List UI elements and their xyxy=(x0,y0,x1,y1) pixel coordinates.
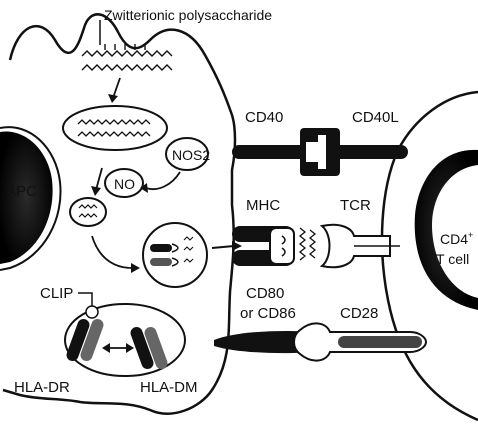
cd4-superscript: + xyxy=(468,230,473,240)
or-cd86-label: or CD86 xyxy=(240,305,296,322)
peptide-zigzag xyxy=(300,228,315,260)
hla-dm-molecule xyxy=(129,325,169,370)
polysaccharide-zigzag xyxy=(82,44,172,70)
endosome xyxy=(63,106,167,150)
loaded-mhc-molecules xyxy=(150,237,193,266)
apc-label: APC xyxy=(6,183,37,200)
cd4-text: CD4 xyxy=(440,231,468,247)
cd40-label: CD40 xyxy=(245,109,283,126)
no-label: NO xyxy=(114,176,135,192)
presentation-arrow xyxy=(212,246,234,248)
hla-dm-label: HLA-DM xyxy=(140,379,198,396)
mhc-loading-compartment xyxy=(143,223,207,287)
cd80-label: CD80 xyxy=(246,285,284,302)
nos2-to-no-arrow xyxy=(146,172,180,189)
polysaccharide-label: Zwitterionic polysaccharide xyxy=(104,7,272,23)
clip-label: CLIP xyxy=(40,285,73,302)
processing-arrow xyxy=(96,168,102,190)
nos2-label: NOS2 xyxy=(172,147,210,163)
endosome-zigzag xyxy=(78,120,150,136)
clip-leader xyxy=(78,293,92,306)
mhc-label: MHC xyxy=(246,197,280,214)
tcr-label: TCR xyxy=(340,197,371,214)
cd40-cd40l-clamp xyxy=(300,128,340,176)
tcr-receptor xyxy=(322,225,400,268)
cd40l-label: CD40L xyxy=(352,109,399,126)
t-cell-label: T cell xyxy=(436,251,469,267)
uptake-arrow xyxy=(113,78,120,98)
cd28-label: CD28 xyxy=(340,305,378,322)
processed-vesicle xyxy=(70,198,106,226)
processed-fragments xyxy=(79,205,97,217)
hla-dr-molecule xyxy=(65,306,105,363)
loading-arrow xyxy=(92,236,132,268)
hla-dr-label: HLA-DR xyxy=(14,379,70,396)
